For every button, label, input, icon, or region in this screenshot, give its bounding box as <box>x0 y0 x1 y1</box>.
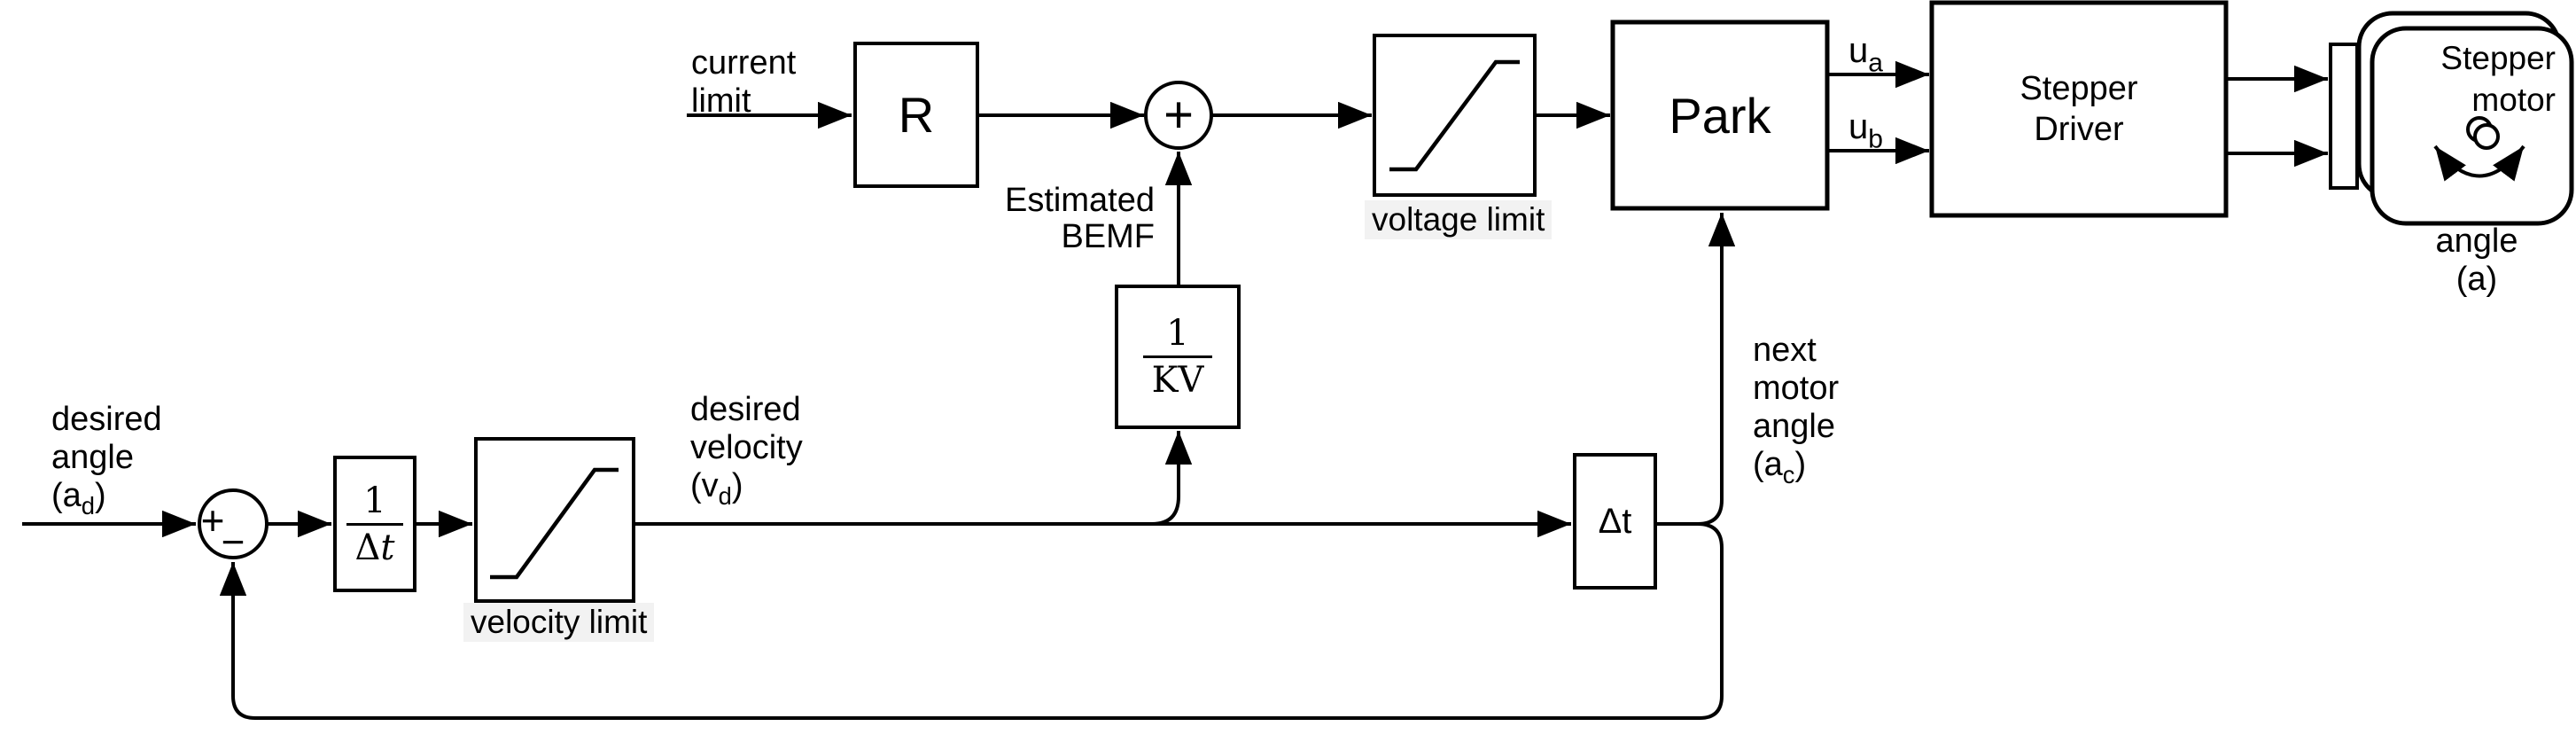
wire-next-angle-to-park <box>1697 213 1736 526</box>
desired-velocity-label: desired velocity (vd) <box>690 391 803 510</box>
current-limit-label: current limit <box>691 44 797 120</box>
velocity-limit-label: velocity limit <box>463 603 655 642</box>
rotation-icon <box>2433 116 2525 182</box>
next-motor-angle-label: next motor angle (ac) <box>1753 332 1840 488</box>
summing-junction-bottom <box>198 488 268 559</box>
wire-feedback-loop <box>219 522 1724 720</box>
park-block-label: Park <box>1669 87 1771 144</box>
stepper-driver-block <box>1929 0 2229 218</box>
stepper-motor-label: Stepper motor <box>2440 40 2556 118</box>
sum-top-plus-sign: + <box>1163 85 1194 144</box>
stepper-driver-label: Stepper Driver <box>2020 70 2138 148</box>
one-over-dt-block-label: 1 Δt <box>335 457 415 590</box>
ub-label: ub <box>1848 107 1883 154</box>
sum-bottom-plus-sign: + <box>200 497 225 543</box>
desired-angle-label: desired angle (ad) <box>51 401 162 519</box>
sum-bottom-minus-sign: − <box>221 519 245 565</box>
wire-branch-to-kv <box>1151 431 1193 526</box>
park-block <box>1610 20 1830 211</box>
motor-flange <box>2329 43 2359 190</box>
rotation-arc <box>2433 144 2525 182</box>
velocity-limit-block <box>474 437 635 603</box>
saturation-icon-velocity <box>490 467 619 580</box>
voltage-limit-label: voltage limit <box>1365 200 1553 239</box>
motor-angle-label: angle (a) <box>2435 223 2518 298</box>
estimated-bemf-label: Estimated BEMF <box>1005 182 1155 255</box>
summing-junction-top <box>1144 81 1213 150</box>
saturation-icon-voltage <box>1389 59 1520 172</box>
shaft-front-circle <box>2473 123 2500 150</box>
ua-label: ua <box>1848 31 1883 78</box>
dt-block <box>1573 453 1657 590</box>
dt-block-label: Δt <box>1598 501 1632 541</box>
r-block-label: R <box>898 87 935 143</box>
r-block <box>853 42 979 188</box>
kv-block-label: 1 KV <box>1117 286 1239 427</box>
